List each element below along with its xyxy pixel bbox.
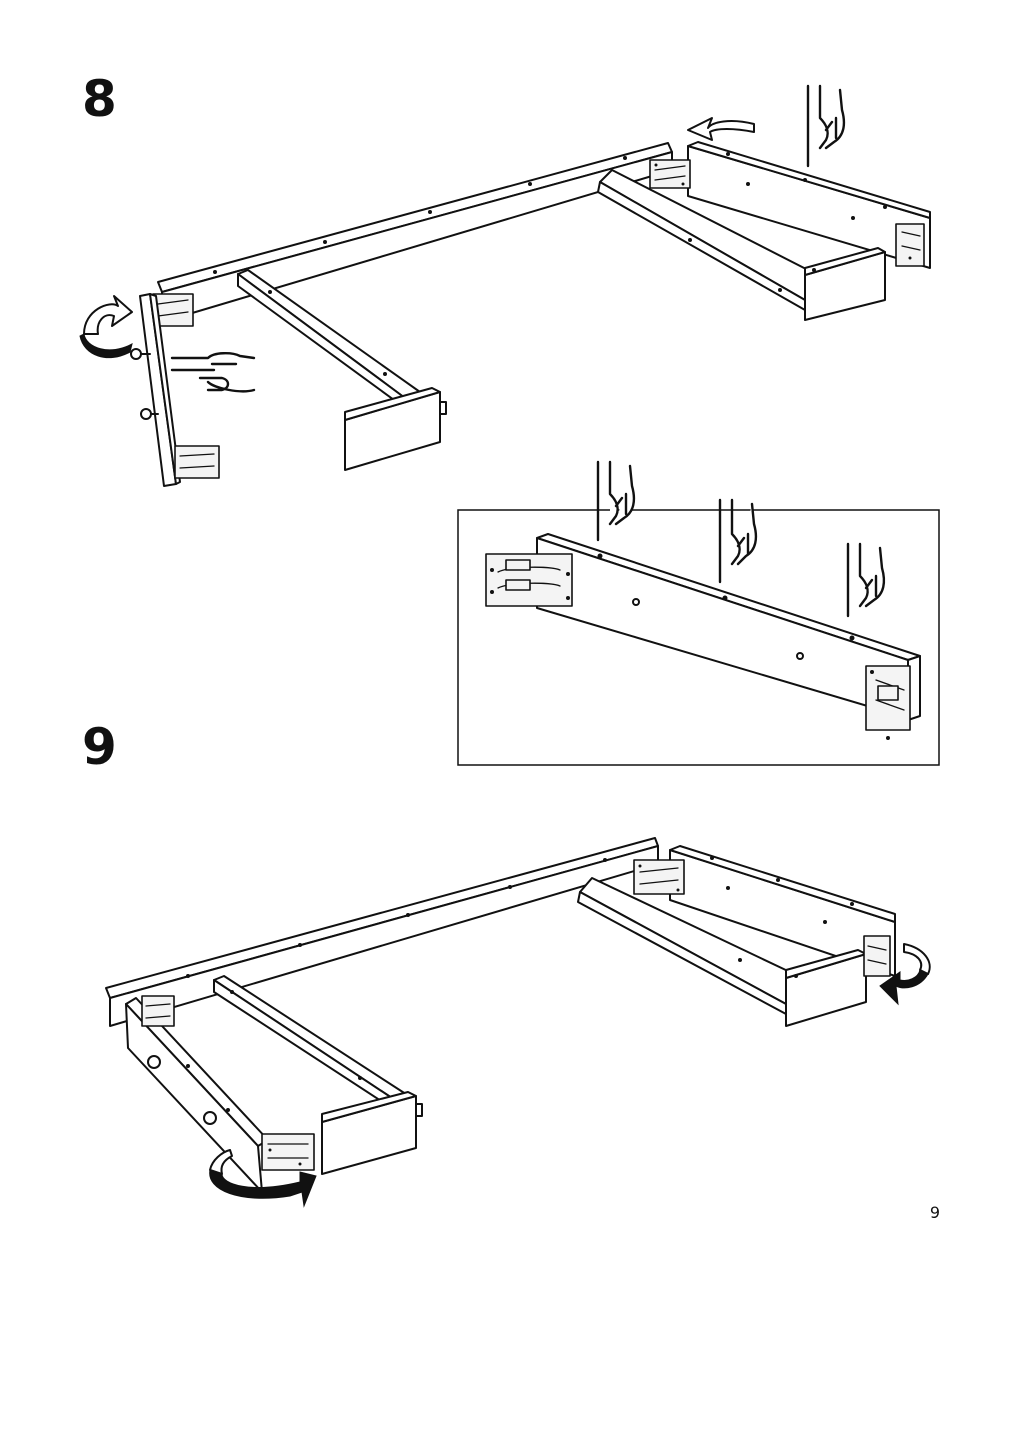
right-side-rail: [597, 141, 931, 321]
hand-point-down-icon: [846, 542, 886, 618]
bracket-icon: [895, 223, 925, 267]
hand-point-down-icon: [596, 460, 636, 542]
back-rail: [105, 837, 659, 1027]
hand-point-down-icon: [718, 498, 758, 584]
bracket-icon: [141, 995, 175, 1027]
arrow-left-icon: [687, 117, 755, 141]
curved-arrow-icon: [79, 295, 133, 359]
step-number-8: 8: [82, 70, 117, 128]
curved-arrow-icon: [879, 943, 931, 1006]
hand-point-down-icon: [806, 84, 846, 168]
step-number-9: 9: [82, 718, 117, 776]
bracket-icon: [649, 159, 691, 189]
hand-point-right-icon: [170, 352, 256, 393]
detail-inset: [457, 460, 940, 766]
step9-illustration: [105, 837, 931, 1208]
right-side-rail: [577, 845, 896, 1027]
middle-slat: [237, 269, 447, 471]
bracket-icon: [485, 553, 573, 607]
bracket-icon: [863, 935, 891, 977]
left-side-rail: [125, 997, 315, 1193]
left-side-rail: [130, 293, 220, 487]
back-rail: [157, 142, 673, 323]
curved-arrow-icon: [209, 1149, 317, 1208]
bracket-icon: [633, 859, 685, 895]
bracket-icon: [865, 665, 911, 740]
step8-illustration: [79, 84, 931, 487]
page-number: 9: [929, 1203, 940, 1222]
middle-slat: [213, 975, 423, 1175]
